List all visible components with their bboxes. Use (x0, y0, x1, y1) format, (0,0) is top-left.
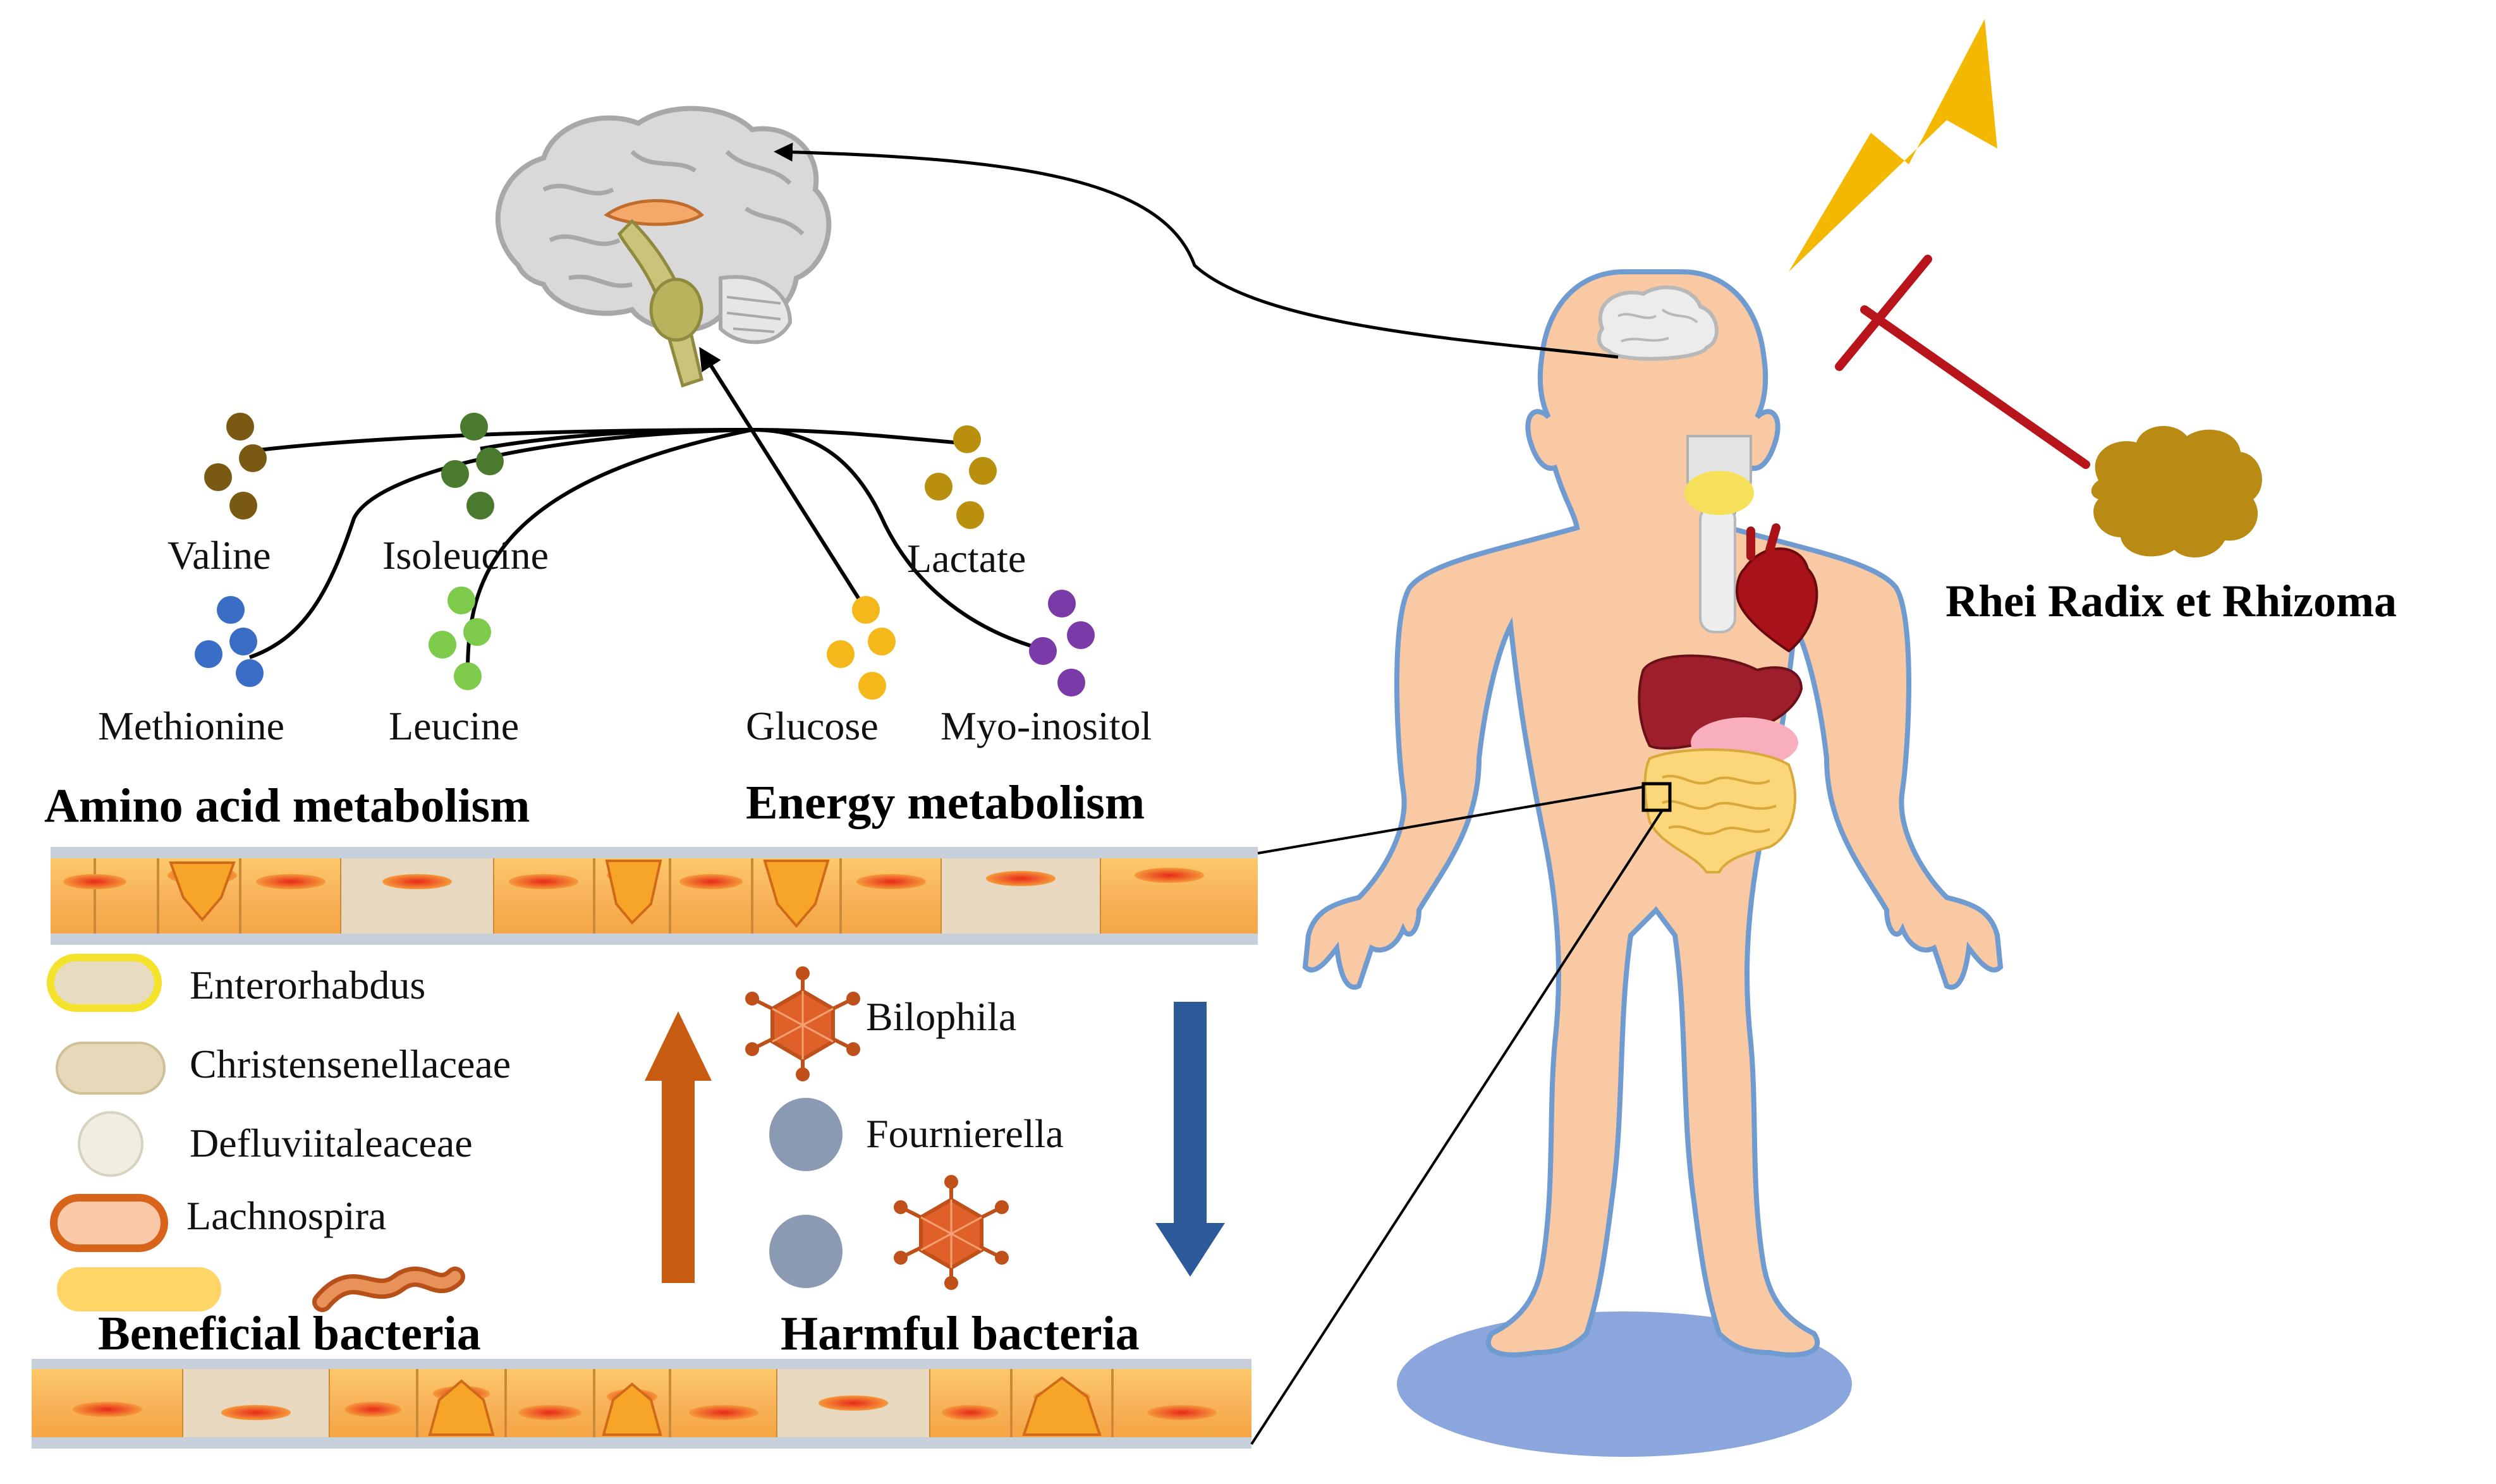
leucine-label: Leucine (389, 703, 519, 748)
brain-icon (495, 106, 832, 388)
methionine-dots (195, 596, 264, 687)
valine-label: Valine (167, 533, 271, 578)
valine-dots (204, 413, 267, 520)
beneficial-bacteria-icons (57, 1267, 465, 1312)
intestine-icon (1643, 748, 1796, 873)
gut-epithelium-top (51, 847, 1258, 945)
harmful-bacteria-heading: Harmful bacteria (781, 1307, 1140, 1360)
inhibition-icon (1835, 255, 2090, 469)
lightning-icon (1789, 19, 1997, 272)
heart-icon (1736, 523, 1818, 653)
zoom-box (1641, 782, 1672, 812)
body-to-brain-arrow (774, 142, 1619, 359)
lactate-dots (925, 425, 997, 529)
zoom-line-bottom (1250, 809, 1664, 1445)
christensenellaceae-label: Christensenellaceae (190, 1042, 511, 1086)
glucose-label: Glucose (746, 703, 879, 748)
myo-inositol-label: Myo-inositol (941, 703, 1152, 748)
fournierella-icon (769, 1098, 843, 1171)
isoleucine-label: Isoleucine (382, 533, 549, 578)
bilophila-label: Bilophila (866, 994, 1016, 1039)
bilophila-icon (745, 966, 860, 1081)
trachea-icon (1684, 435, 1754, 633)
decrease-arrow (1155, 1002, 1225, 1277)
gut-epithelium-bottom (32, 1359, 1251, 1449)
bilophila-icon-2 (894, 1175, 1009, 1290)
zoom-line-top (1257, 786, 1644, 855)
lachnospira-icon (50, 1194, 168, 1252)
isoleucine-dots (441, 413, 504, 520)
beneficial-bacteria-heading: Beneficial bacteria (98, 1307, 481, 1360)
energy-heading: Energy metabolism (746, 776, 1145, 829)
leucine-dots (429, 587, 491, 690)
fournierella-label: Fournierella (866, 1111, 1064, 1156)
herb-icon (2091, 425, 2262, 557)
glucose-dots (827, 596, 896, 700)
defluviitaleaceae-label: Defluviitaleaceae (190, 1121, 473, 1165)
herb-label: Rhei Radix et Rhizoma (1945, 576, 2397, 626)
methionine-label: Methionine (98, 703, 284, 748)
glucose-to-brain-arrow (699, 346, 868, 611)
myo-inositol-dots (1029, 590, 1095, 696)
fournierella-icon-2 (769, 1215, 843, 1288)
christensenellaceae-icon (56, 1042, 166, 1095)
enterorhabdus-icon (47, 954, 162, 1012)
lachnospira-label: Lachnospira (186, 1193, 386, 1238)
lactate-label: Lactate (907, 536, 1026, 581)
head-brain-icon (1597, 285, 1719, 361)
defluviitaleaceae-icon (78, 1111, 143, 1177)
amino-acid-heading: Amino acid metabolism (44, 779, 530, 832)
enterorhabdus-label: Enterorhabdus (190, 963, 425, 1007)
increase-arrow (645, 1011, 712, 1283)
